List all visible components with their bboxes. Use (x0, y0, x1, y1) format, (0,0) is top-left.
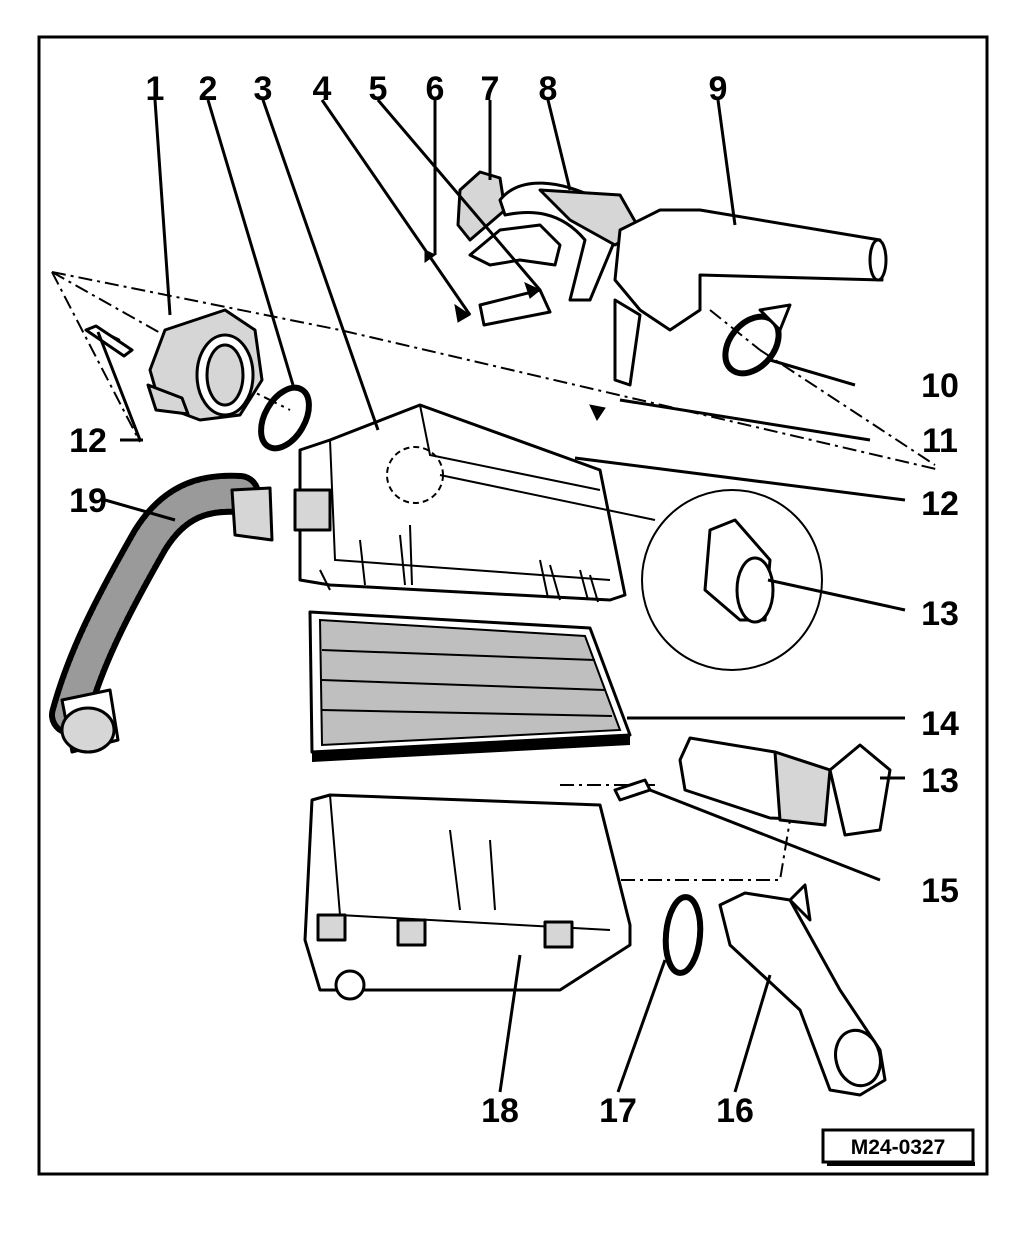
hose-clamp (722, 303, 792, 377)
intake-pipe (613, 208, 888, 387)
callout-1: 1 (146, 70, 165, 108)
callout-12-right: 12 (921, 485, 959, 523)
callout-6: 6 (426, 70, 445, 108)
callout-13-resonator: 13 (921, 762, 959, 800)
callout-14: 14 (921, 705, 959, 743)
air-filter-element (308, 610, 632, 762)
leader-lines (96, 99, 906, 1093)
corrugated-hose (49, 472, 274, 754)
callout-15: 15 (921, 872, 959, 910)
callout-19: 19 (69, 482, 107, 520)
detail-circle (386, 446, 823, 671)
callout-17: 17 (599, 1092, 637, 1130)
callout-4: 4 (313, 70, 332, 108)
callout-12-left: 12 (69, 422, 107, 460)
callout-16: 16 (716, 1092, 754, 1130)
resonator (678, 736, 892, 837)
reference-code-box: M24-0327 (821, 1128, 975, 1166)
breather-hoses (456, 170, 642, 327)
screw (613, 778, 652, 802)
arrowheads (424, 249, 606, 422)
callout-2: 2 (199, 70, 218, 108)
callout-9: 9 (709, 70, 728, 108)
gasket (662, 894, 704, 976)
reference-code: M24-0327 (851, 1136, 946, 1159)
o-ring (258, 384, 312, 452)
diagram-frame (37, 35, 989, 1176)
callout-8: 8 (539, 70, 558, 108)
callout-10: 10 (921, 367, 959, 405)
upper-housing (293, 403, 627, 603)
callout-13-detail: 13 (921, 595, 959, 633)
intake-duct (718, 883, 887, 1097)
lower-housing (303, 793, 632, 1001)
callout-5: 5 (369, 70, 388, 108)
callout-11: 11 (922, 422, 958, 460)
callout-7: 7 (481, 70, 500, 108)
air-mass-meter (84, 308, 264, 422)
callout-labels: 1 2 3 4 5 6 7 8 9 10 11 12 12 13 14 13 1… (69, 70, 959, 1130)
callout-3: 3 (254, 70, 273, 108)
callout-18: 18 (481, 1092, 519, 1130)
